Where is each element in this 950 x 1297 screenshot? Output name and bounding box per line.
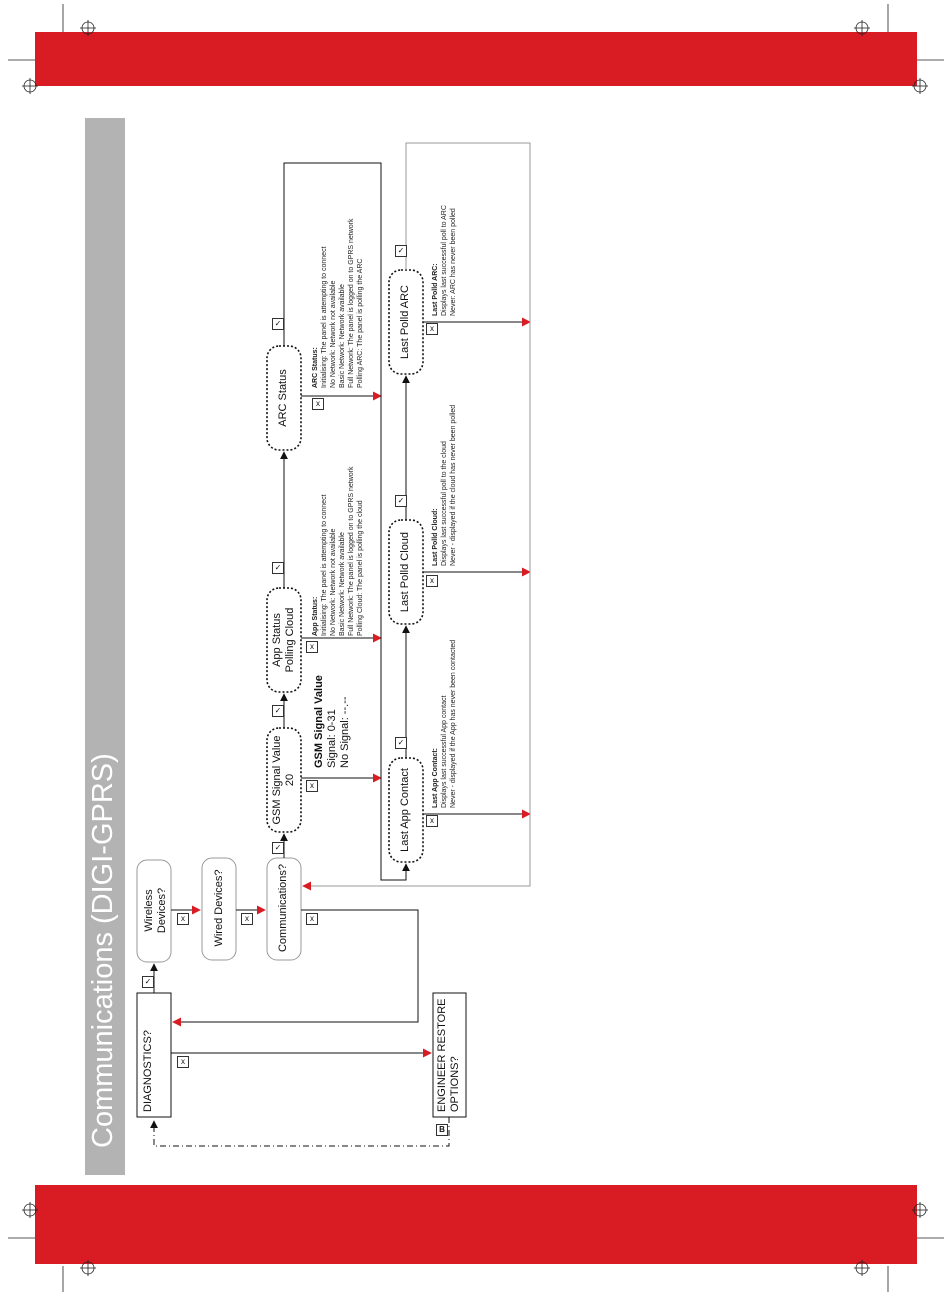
diagnostics-node (136, 992, 172, 1118)
app-status-note: App Status: Initialising: The panel is a… (311, 466, 365, 636)
top-red-band (35, 32, 917, 86)
note-line: No Network: Network not available (330, 280, 337, 388)
note-line: Never: ARC has never been polled (450, 208, 457, 316)
engineer-restore-label: ENGINEER RESTORE OPTIONS? (436, 998, 461, 1113)
note-line: Displays last successful poll to ARC (441, 205, 448, 316)
gsm-note-line: Signal: 0-31 (326, 709, 338, 768)
tick-icon: ✓ (272, 562, 284, 574)
last-polld-cloud-note-title: Last Polld Cloud: (432, 508, 439, 566)
cross-icon: x (312, 398, 324, 410)
last-polld-cloud-label: Last Polld Cloud (399, 531, 411, 613)
note-line: Never - displayed if the App has never b… (450, 639, 457, 808)
communications-label: Communications? (277, 863, 289, 953)
note-line: Full Network: The panel is logged on to … (348, 218, 355, 388)
last-polld-arc-label: Last Polld ARC (399, 285, 411, 359)
gsm-signal-label: GSM Signal Value 20 (271, 735, 296, 825)
tick-icon: ✓ (142, 976, 154, 988)
note-line: Never - displayed if the cloud has never… (450, 404, 457, 566)
b-marker: B (436, 1124, 448, 1136)
cross-icon: x (426, 815, 438, 827)
wired-label: Wired Devices? (213, 869, 225, 947)
gsm-note-line: No Signal: --.-- (339, 696, 351, 768)
note-line: Polling Cloud: The panel is polling the … (357, 500, 364, 636)
cross-icon: x (306, 913, 318, 925)
cross-icon: x (177, 1056, 189, 1068)
gsm-note-title: GSM Signal Value (313, 675, 325, 768)
registration-marks (8, 4, 944, 1292)
tick-icon: ✓ (395, 495, 407, 507)
note-line: Basic Network: Network available (339, 284, 346, 388)
last-app-contact-note: Last App Contact: Displays last successf… (431, 640, 458, 808)
section-sidebar (85, 118, 125, 1175)
note-line: Displays last successful poll to the clo… (441, 441, 448, 566)
note-line: Basic Network: Network available (339, 532, 346, 636)
cross-icon: x (177, 913, 189, 925)
last-app-contact-label: Last App Contact (399, 768, 411, 852)
last-polld-arc-note: Last Polld ARC: Displays last successful… (431, 205, 458, 316)
tick-icon: ✓ (272, 842, 284, 854)
cross-icon: x (426, 323, 438, 335)
note-line: Polling ARC: The panel is polling the AR… (357, 258, 364, 388)
engineer-restore-node (432, 992, 467, 1118)
app-status-label: App Status Polling Cloud (271, 607, 296, 673)
wireless-label: Wireless Devices? (143, 887, 168, 934)
cross-icon: x (426, 575, 438, 587)
arc-status-label: ARC Status (277, 369, 289, 427)
tick-icon: ✓ (395, 245, 407, 257)
cross-icon: x (306, 641, 318, 653)
app-status-note-title: App Status: (312, 596, 319, 636)
note-line: Initialising: The panel is attempting to… (321, 246, 328, 388)
diagnostics-label: DIAGNOSTICS? (142, 1030, 154, 1112)
page-title: Communications (DIGI-GPRS) (87, 753, 119, 1148)
tick-icon: ✓ (272, 705, 284, 717)
note-line: Displays last successful App contact (441, 695, 448, 808)
wireless-node (136, 859, 172, 963)
cross-icon: x (306, 780, 318, 792)
last-app-contact-note-title: Last App Contact: (432, 747, 439, 808)
tick-icon: ✓ (272, 318, 284, 330)
note-line: Full Network: The panel is logged on to … (348, 466, 355, 636)
note-line: Initialising: The panel is attempting to… (321, 494, 328, 636)
note-line: No Network: Network not available (330, 528, 337, 636)
wired-node (201, 857, 237, 961)
last-polld-cloud-note: Last Polld Cloud: Displays last successf… (431, 405, 458, 566)
cross-icon: x (241, 913, 253, 925)
gsm-note: GSM Signal Value Signal: 0-31 No Signal:… (313, 675, 352, 768)
arc-status-note-title: ARC Status: (312, 347, 319, 388)
last-polld-arc-note-title: Last Polld ARC: (432, 263, 439, 316)
tick-icon: ✓ (395, 737, 407, 749)
arc-status-note: ARC Status: Initialising: The panel is a… (311, 218, 365, 388)
bottom-red-band (35, 1185, 917, 1264)
